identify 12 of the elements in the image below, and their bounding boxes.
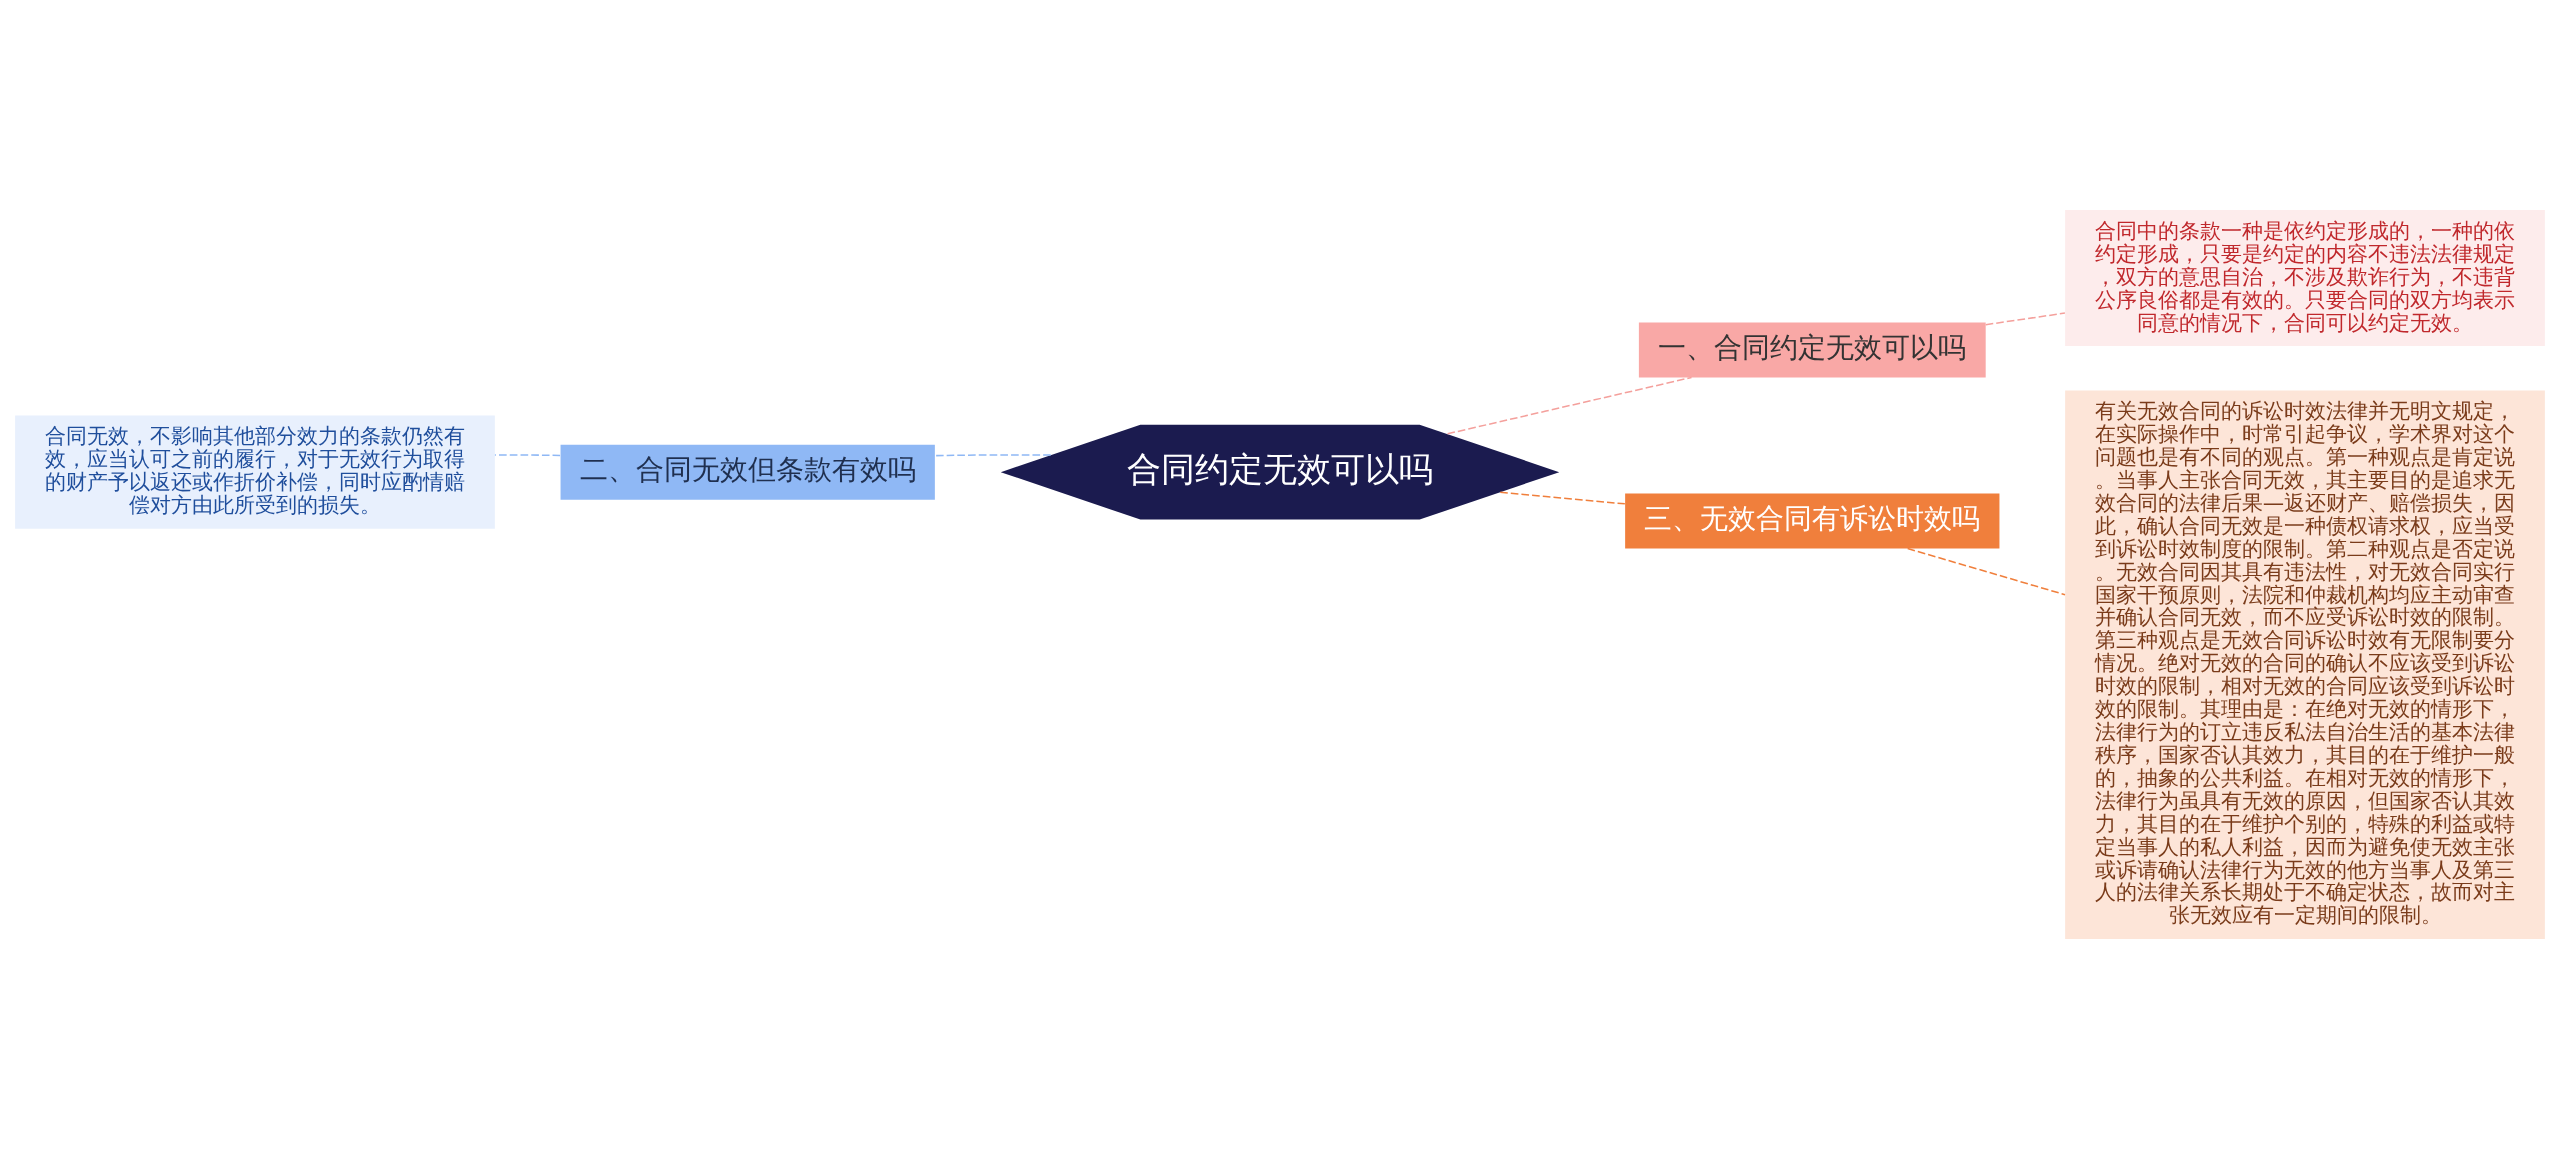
connector <box>1499 491 1626 505</box>
connector <box>494 454 561 457</box>
node-box: 二、合同无效但条款有效吗 <box>560 444 935 500</box>
connector <box>934 454 1052 457</box>
connector <box>1446 376 1693 435</box>
node-box: 三、无效合同有诉讼时效吗 <box>1625 493 2000 549</box>
node-box: 合同无效，不影响其他部分效力的条款仍然有效，应当认可之前的履行，对于无效行为取得的财产予以返还或作折价补偿，同时应酌情赔偿对方由此所受到的损失。 <box>15 415 495 529</box>
node-box: 一、合同约定无效可以吗 <box>1638 322 1986 378</box>
connector <box>1985 312 2066 326</box>
node-box: 有关无效合同的诉讼时效法律并无明文规定，在实际操作中，时常引起争议，学术界对这个问题也是有不同的观点。第一种观点是肯定说。当事人主张合同无效，其主要目的是追求无效合同的法律后果—返还财产、赔偿损失，因此，确认合同无效是一种债权请求权，应当受到诉讼时效制度的限制。第二种观点是否定说。无效合同因其具有违法性，对无效合同实行国家干预原则，法院和仲裁机构均应主动审查并确认合同无效，而不应受诉讼时效的限制。第三种观点是无效合同诉讼时效有无限制要分情况。绝对无效的合同的确认不应该受到诉讼时效的限制，相对无效的合同应该受到诉讼时效的限制。其理由是：在绝对无效的情形下，法律行为的订立违反私法自治生活的基本法律秩序，国家否认其效力，其目的在于维护一般的，抽象的公共利益。在相对无效的情形下，法律行为虽具有无效的原因，但国家否认其效力，其目的在于维护个别的，特殊的利益或特定当事人的私人利益，因而为避免使无效主张或诉请确认法律行为无效的他方当事人及第三人的法律关系长期处于不确定状态，故而对主张无效应有一定期间的限制。 <box>2065 390 2545 939</box>
connector <box>1906 547 2066 596</box>
node-box: 合同中的条款一种是依约定形成的，一种的依约定形成，只要是约定的内容不违法法律规定，双方的意思自治，不涉及欺诈行为，不违背公序良俗都是有效的。只要合同的双方均表示同意的情况下，合同可以约定无效。 <box>2065 210 2545 347</box>
